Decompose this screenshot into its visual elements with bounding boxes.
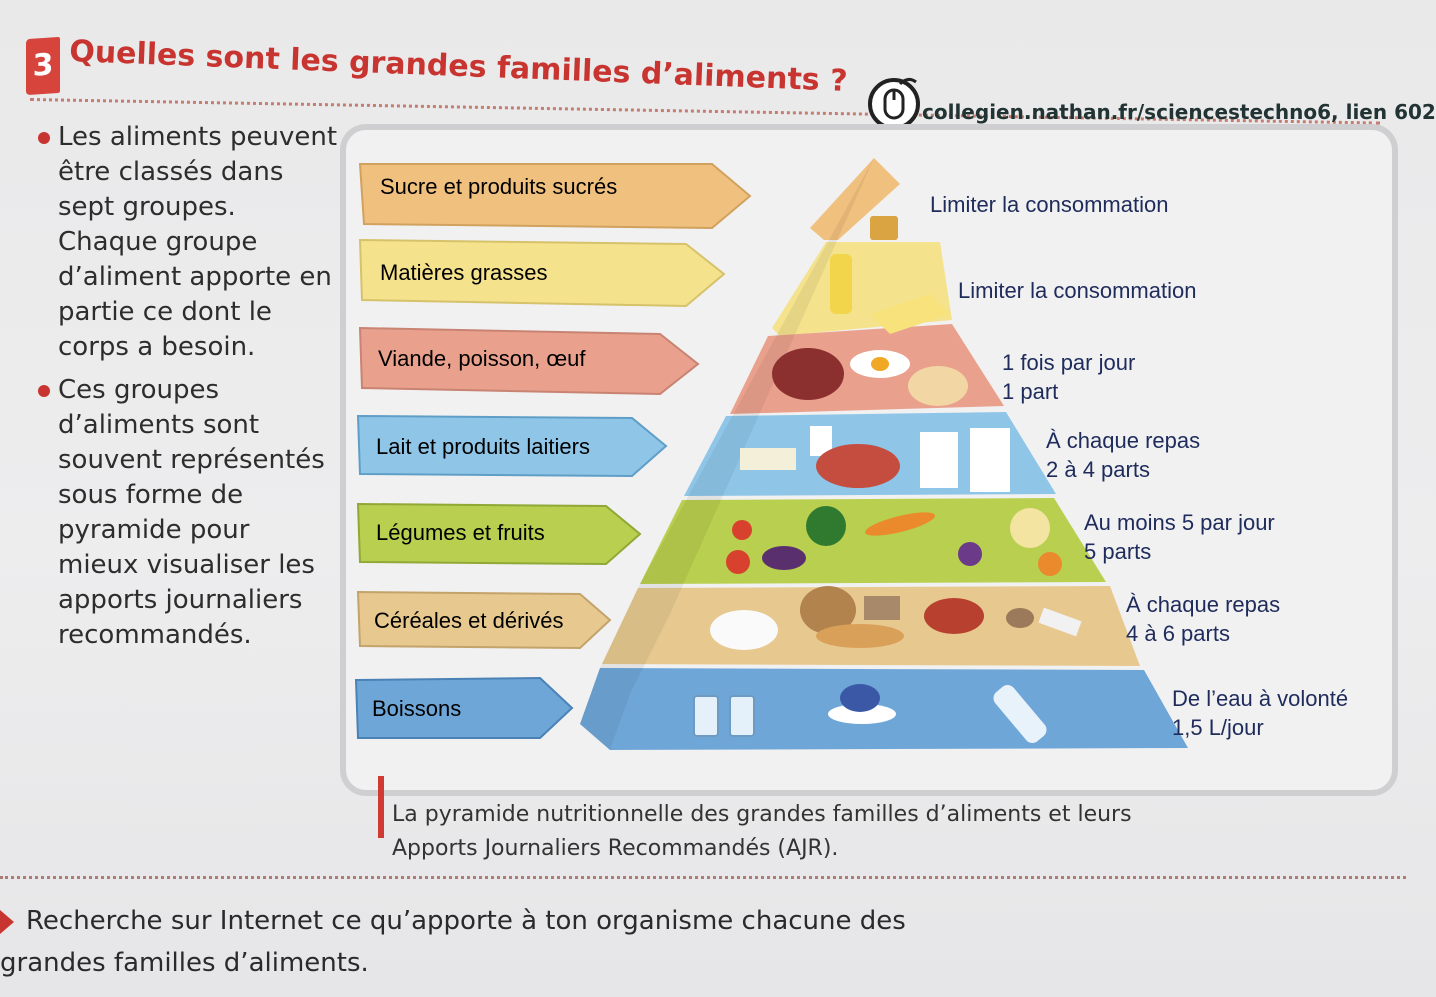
arrow-tag-matieres-grasses: Matières grasses xyxy=(358,238,726,308)
tag-label-viande: Viande, poisson, œuf xyxy=(378,346,586,371)
page-title: Quelles sont les grandes familles d’alim… xyxy=(68,34,849,99)
recommendation-matieres-grasses: Limiter la consommation xyxy=(958,278,1197,303)
instruction-arrow-icon xyxy=(0,909,14,934)
tag-label-legumes: Légumes et fruits xyxy=(376,520,545,545)
mouse-icon xyxy=(868,77,920,130)
activity-number-badge: 3 xyxy=(26,36,60,96)
caption-accent-bar xyxy=(378,776,384,838)
arrow-tag-legumes: Légumes et fruits xyxy=(356,502,642,566)
recommendation-sucre: Limiter la consommation xyxy=(930,192,1169,217)
tag-label-sucre: Sucre et produits sucrés xyxy=(380,174,617,199)
recommendation-viande: 1 fois par jour 1 part xyxy=(1002,350,1136,404)
arrow-tag-cereales: Céréales et dérivés xyxy=(356,590,612,650)
recommendation-boissons: De l’eau à volonté 1,5 L/jour xyxy=(1172,686,1349,740)
arrow-tag-lait: Lait et produits laitiers xyxy=(356,414,668,478)
intro-paragraph-1: Les aliments peuvent être classés dans s… xyxy=(38,120,338,365)
recommendation-cereales: À chaque repas 4 à 6 parts xyxy=(1126,592,1281,646)
resource-link[interactable]: collegien.nathan.fr/sciencestechno6, lie… xyxy=(922,100,1436,124)
food-illustrations xyxy=(693,216,1082,743)
pyramid-level-legumes xyxy=(640,498,1106,584)
figure-caption: La pyramide nutritionnelle des grandes f… xyxy=(392,802,1132,861)
tag-label-matieres-grasses: Matières grasses xyxy=(380,260,548,285)
recommendation-lait: À chaque repas 2 à 4 parts xyxy=(1046,428,1201,482)
intro-paragraph-2: Ces groupes d’aliments sont souvent repr… xyxy=(38,373,338,653)
instruction: Recherche sur Internet ce qu’apporte à t… xyxy=(0,906,906,978)
bullet-icon xyxy=(38,132,50,144)
intro-text: Les aliments peuvent être classés dans s… xyxy=(38,120,338,661)
arrow-tag-boissons: Boissons xyxy=(354,676,574,739)
recommendation-legumes: Au moins 5 par jour 5 parts xyxy=(1084,510,1275,564)
food-pyramid-figure: Sucre et produits sucrés Matières grasse… xyxy=(354,158,1188,750)
arrow-tag-sucre: Sucre et produits sucrés xyxy=(358,163,752,230)
tag-label-lait: Lait et produits laitiers xyxy=(376,434,590,459)
tag-label-boissons: Boissons xyxy=(372,696,461,721)
tag-label-cereales: Céréales et dérivés xyxy=(374,608,564,633)
pyramid-level-sucre xyxy=(810,158,900,240)
dotted-divider xyxy=(0,876,1406,879)
bullet-icon xyxy=(38,385,50,397)
arrow-tag-viande: Viande, poisson, œuf xyxy=(358,326,700,396)
